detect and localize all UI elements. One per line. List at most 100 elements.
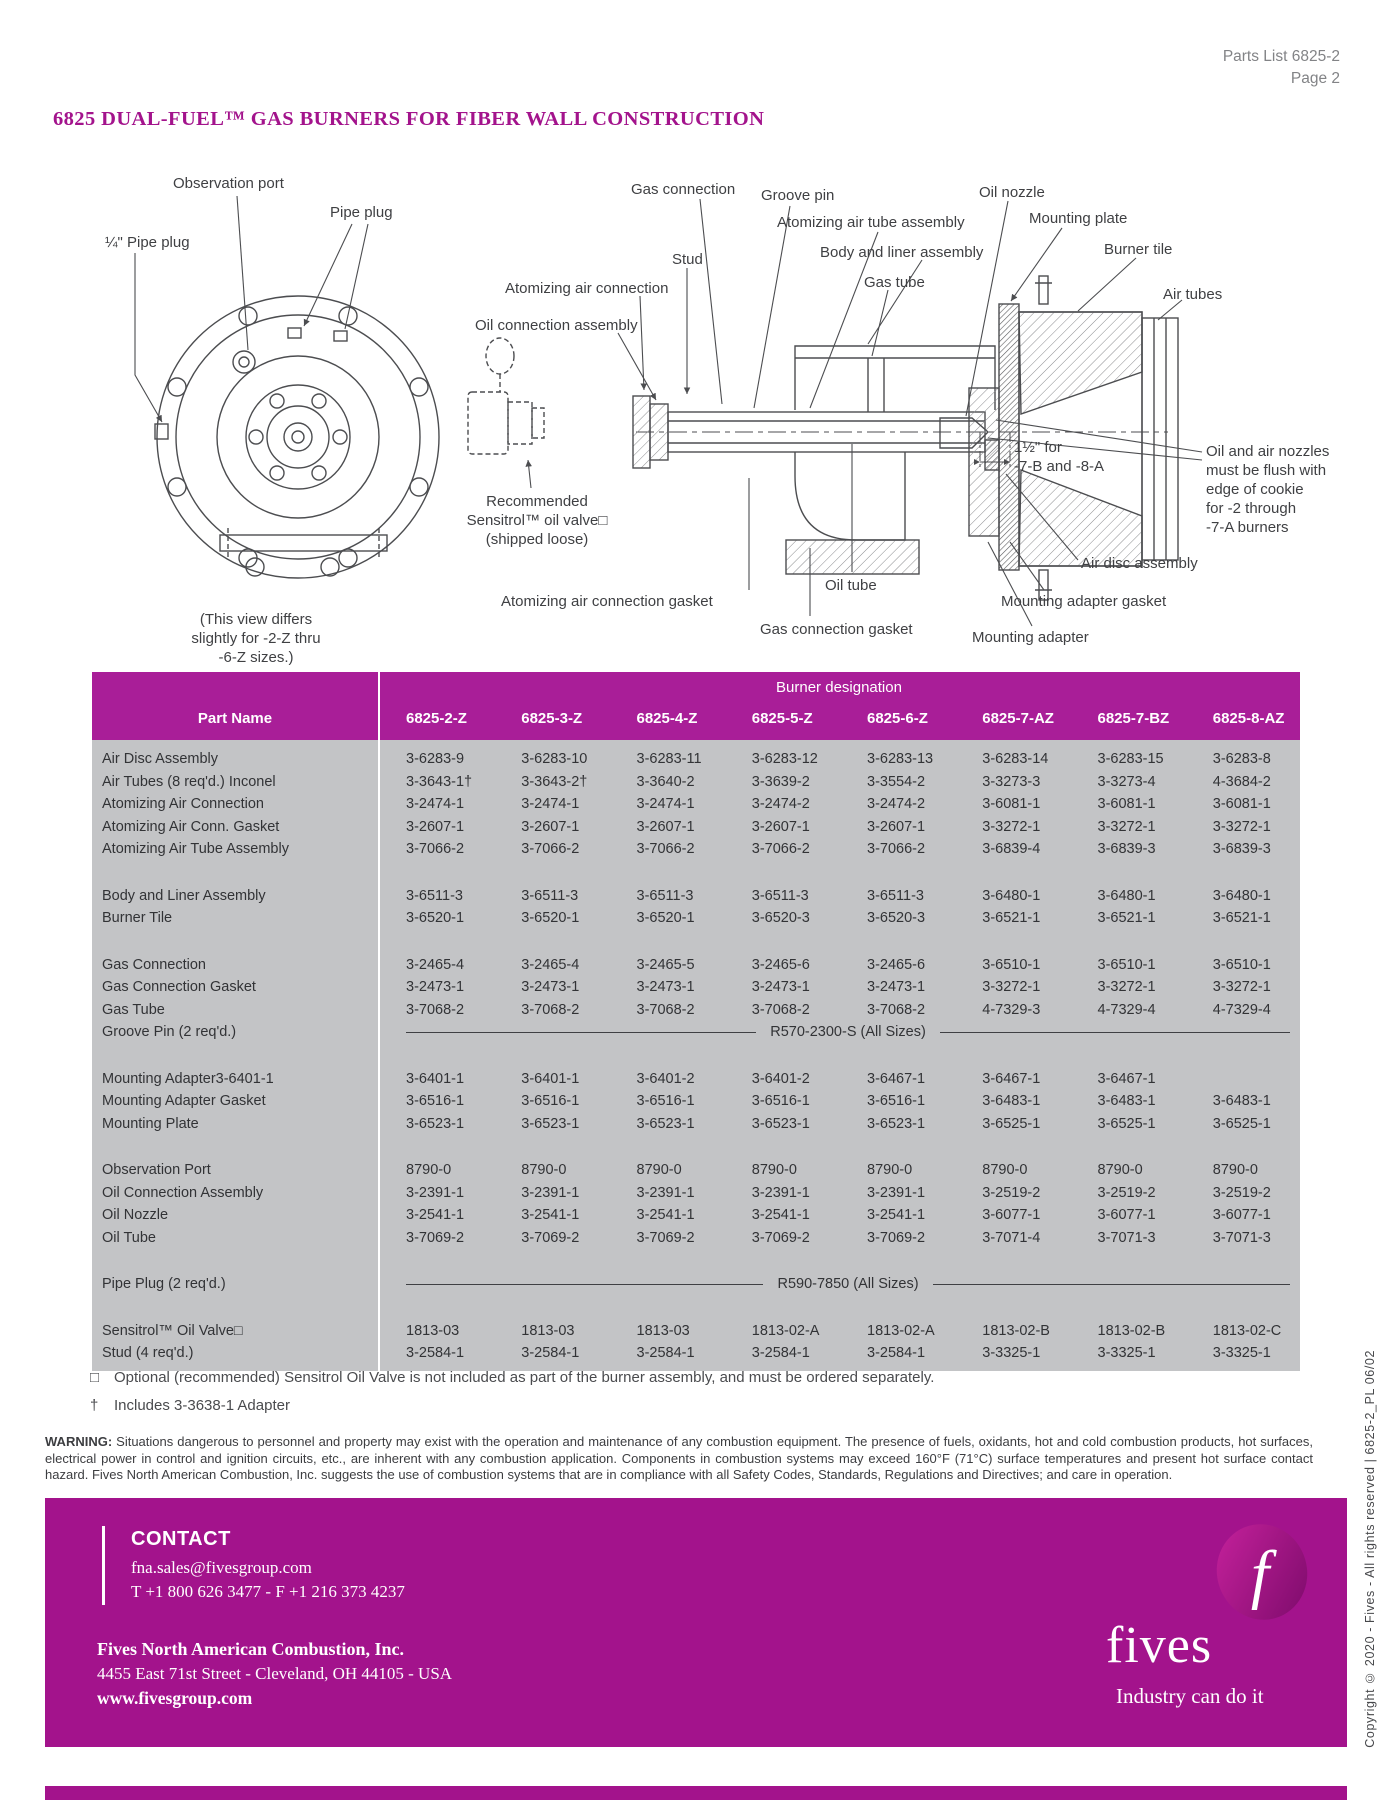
part-number-cell: 3-6510-1 [1097, 956, 1156, 973]
part-name-cell: Air Disc Assembly [102, 751, 219, 767]
warning-paragraph: WARNING: Situations dangerous to personn… [45, 1434, 1313, 1482]
part-number-cell: 3-6283-15 [1097, 751, 1164, 767]
part-number-cell: 3-6480-1 [1212, 887, 1271, 904]
part-number-cell: 3-6516-1 [636, 1093, 695, 1109]
part-number-cell: 3-7066-2 [406, 841, 465, 857]
part-number-cell: 3-2607-1 [751, 818, 810, 835]
part-number-cell: 3-7069-2 [751, 1229, 810, 1246]
footer-band: CONTACT fna.sales@fivesgroup.com T +1 80… [45, 1498, 1347, 1747]
part-number-cell: 3-6839-3 [1097, 841, 1156, 857]
part-number-cell: 3-6283-14 [982, 751, 1049, 767]
part-number-cell: 3-6483-1 [1212, 1093, 1271, 1109]
warning-label: WARNING: [45, 1434, 113, 1449]
part-number-cell: 3-7066-2 [636, 841, 695, 857]
part-number-cell: 3-2473-1 [636, 979, 695, 995]
contact-heading: CONTACT [131, 1528, 231, 1550]
burner-designation-header: Burner designation [776, 679, 902, 696]
part-number-cell: 3-2465-6 [867, 956, 926, 973]
part-number-cell: 1813-03 [406, 1322, 460, 1339]
label-oil-connection-assembly: Oil connection assembly [475, 317, 638, 334]
part-number-cell: 3-3272-1 [1097, 979, 1156, 995]
part-number-cell: 1813-02-A [751, 1322, 820, 1339]
table-row: Mounting Adapter Gasket 3-6516-1 3-6516-1 3… [92, 1090, 1300, 1113]
part-number-cell: 3-6483-1 [1097, 1093, 1156, 1109]
part-number-cell: 1813-02-A [867, 1322, 935, 1339]
part-number-cell: 8790-0 [406, 1162, 452, 1178]
part-number-cell: 3-3554-2 [867, 773, 926, 790]
part-number-cell: 3-6521-1 [1212, 910, 1271, 926]
part-number-cell: 4-7329-3 [982, 1001, 1041, 1018]
contact-divider-bar [102, 1526, 105, 1605]
part-number-cell: 3-6523-1 [521, 1115, 580, 1132]
part-name-cell: Mounting Plate [102, 1115, 199, 1132]
column-header: 6825-2-Z [406, 710, 467, 727]
part-number-cell: 3-2391-1 [636, 1184, 695, 1201]
part-number-cell: 3-6523-1 [867, 1115, 926, 1132]
part-number-cell: 3-2607-1 [867, 818, 926, 835]
part-name-cell: Gas Connection [102, 956, 206, 973]
column-divider [378, 672, 380, 740]
part-number-cell: 3-6516-1 [406, 1093, 465, 1109]
part-number-cell: 3-7068-2 [751, 1001, 810, 1018]
part-number-cell: 3-6511-3 [406, 887, 463, 904]
label-mounting-plate: Mounting plate [1029, 210, 1128, 227]
part-name-cell: Observation Port [102, 1162, 211, 1178]
part-number-cell: 3-2519-2 [982, 1184, 1041, 1201]
part-number-cell: 3-2474-1 [521, 796, 580, 812]
part-number-cell: 3-7069-2 [406, 1229, 465, 1246]
part-number-cell: 3-6839-4 [982, 841, 1041, 857]
label-gas-tube: Gas tube [864, 274, 925, 291]
label-oil-tube: Oil tube [825, 577, 877, 594]
part-number-cell: 3-2607-1 [406, 818, 465, 835]
column-header: 6825-5-Z [751, 710, 813, 727]
part-number-cell: 3-7068-2 [636, 1001, 695, 1018]
part-number-cell: 1813-03 [636, 1322, 690, 1339]
part-number-cell: 3-7066-2 [867, 841, 926, 857]
part-number-cell: 3-3639-2 [751, 773, 810, 790]
part-number-cell: 3-6401-2 [751, 1070, 810, 1087]
part-number-cell: 3-6510-1 [982, 956, 1041, 973]
part-number-cell: 3-2519-2 [1212, 1184, 1271, 1201]
part-number-cell: 8790-0 [982, 1162, 1028, 1178]
part-number-cell: 3-7071-3 [1212, 1229, 1271, 1246]
part-number-cell: 3-6283-8 [1212, 751, 1271, 767]
part-number-cell: 3-3272-1 [1212, 979, 1271, 995]
part-number-cell: 3-2541-1 [406, 1207, 465, 1223]
part-number-cell: 3-2541-1 [751, 1207, 810, 1223]
doc-number: Parts List 6825-2 [1222, 48, 1340, 65]
part-number-cell: 3-7069-2 [521, 1229, 580, 1246]
column-header: 6825-3-Z [521, 710, 583, 727]
part-number-cell: 3-6467-1 [982, 1070, 1041, 1087]
part-number-cell: 3-2584-1 [521, 1345, 580, 1361]
part-number-cell: 3-2519-2 [1097, 1184, 1156, 1201]
part-number-cell: 3-3325-1 [982, 1345, 1041, 1361]
label-nozzle-dimension-note: 1½" for -7-B and -8-A [1014, 439, 1105, 476]
column-header: 6825-7-BZ [1097, 710, 1170, 727]
burner-front-view-drawing [154, 295, 440, 579]
label-pipe-plug: Pipe plug [330, 204, 393, 221]
part-number-cell: 3-6521-1 [1097, 910, 1156, 926]
part-name-cell: Mounting Adapter Gasket [102, 1093, 266, 1109]
part-number-cell: 3-2473-1 [867, 979, 926, 995]
label-mounting-adapter-gasket: Mounting adapter gasket [1001, 593, 1167, 610]
part-name-cell: Stud (4 req'd.) [102, 1345, 194, 1361]
part-name-cell: Body and Liner Assembly [102, 887, 266, 904]
part-number-cell: 3-6081-1 [982, 796, 1041, 812]
part-number-cell: 3-2584-1 [867, 1345, 926, 1361]
leader-lines [134, 195, 1203, 627]
parts-table-group: Pipe Plug (2 req'd.)R590-7850 (All Sizes… [92, 1273, 1300, 1296]
part-number-cell: 3-6523-1 [406, 1115, 465, 1132]
part-name-cell: Mounting Adapter3-6401-1 [102, 1070, 274, 1087]
label-view-note: (This view differs slightly for -2-Z thr… [191, 611, 321, 667]
label-quarter-pipe-plug: ¼" Pipe plug [105, 234, 190, 251]
part-number-cell: 3-2607-1 [636, 818, 695, 835]
part-name-cell: Atomizing Air Connection [102, 796, 264, 812]
part-number-cell: 3-2391-1 [406, 1184, 465, 1201]
part-number-cell: 8790-0 [751, 1162, 797, 1178]
